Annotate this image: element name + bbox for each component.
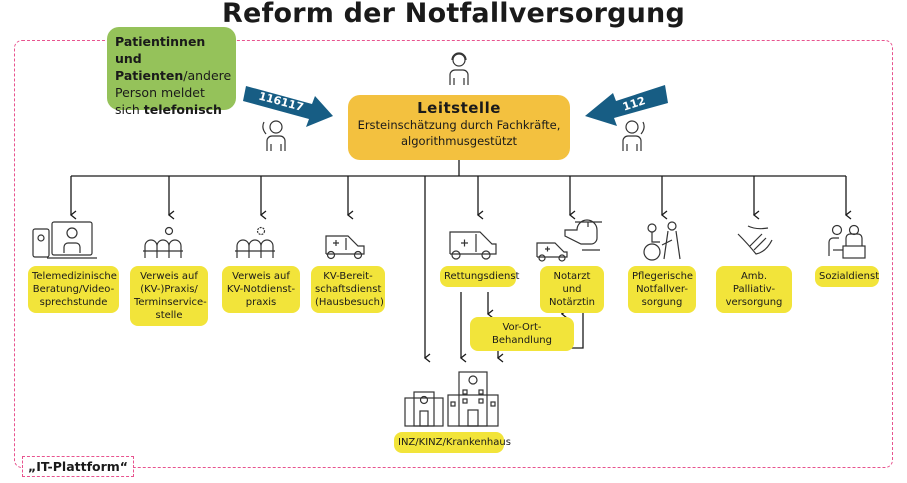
caller-line-4-bold: telefonisch: [143, 102, 222, 117]
destination-palliativ: Amb. Palliativ-versorgung: [716, 266, 792, 313]
hospital-label: INZ/KINZ/Krankenhaus: [394, 432, 511, 453]
destination-telemedicine: Telemedizinische Beratung/Video-sprechst…: [28, 266, 119, 313]
ambulance-icon: [449, 231, 497, 260]
consultation-desk-icon: [828, 224, 866, 259]
dispatcher-headset-icon: [449, 52, 469, 85]
van-icon: [325, 235, 365, 260]
ambulance-helicopter-icon: [536, 219, 602, 262]
waiting-chairs-clock-icon: [143, 226, 183, 258]
leitstelle-line-2: algorithmusgestützt: [401, 134, 517, 148]
wheelchair-care-icon: [643, 221, 681, 261]
it-platform-frame: [14, 40, 893, 468]
laptop-video-doctor-icon: [32, 221, 97, 259]
arrow-112: 112: [585, 85, 668, 126]
destination-rettungsdienst: Rettungsdienst: [440, 266, 519, 287]
hotline-112-label: 112: [621, 94, 647, 113]
destination-pflege: Pflegerische Notfallver-sorgung: [628, 266, 696, 313]
caller-phone-icon-left: [262, 120, 286, 151]
destination-bereitschaftsdienst: KV-Bereit-schaftsdienst (Hausbesuch): [311, 266, 385, 313]
page-title: Reform der Notfallversorgung: [222, 0, 685, 29]
caller-phone-icon-right: [622, 120, 645, 151]
waiting-chairs-24h-icon: [235, 226, 275, 258]
leitstelle-line-1: Ersteinschätzung durch Fachkräfte,: [357, 118, 561, 132]
leitstelle-box: Leitstelle Ersteinschätzung durch Fachkr…: [348, 95, 570, 160]
caller-line-2-bold: Patienten: [115, 68, 184, 83]
destination-notdienstpraxis: Verweis auf KV-Notdienst-praxis: [222, 266, 300, 313]
hospital-buildings-icon: [404, 371, 499, 427]
caller-box: Patientinnen und Patienten/andere Person…: [107, 27, 236, 117]
caller-line-4-pre: sich: [115, 102, 144, 117]
it-platform-label: „IT-Plattform“: [22, 456, 135, 477]
caller-line-3: Person meldet: [115, 85, 205, 100]
destination-praxis: Verweis auf (KV-)Praxis/ Terminservice-s…: [130, 266, 208, 326]
leitstelle-title: Leitstelle: [417, 99, 501, 117]
arrow-116117: 116117: [243, 86, 333, 127]
caller-line-1: Patientinnen und: [115, 34, 206, 66]
holding-hands-icon: [737, 225, 773, 255]
vor-ort-behandlung: Vor-Ort-Behandlung: [470, 317, 574, 351]
destination-notarzt: Notarzt und Notärztin: [540, 266, 604, 313]
destination-sozialdienst: Sozialdienst: [815, 266, 879, 287]
caller-line-2-rest: /andere: [183, 68, 232, 83]
